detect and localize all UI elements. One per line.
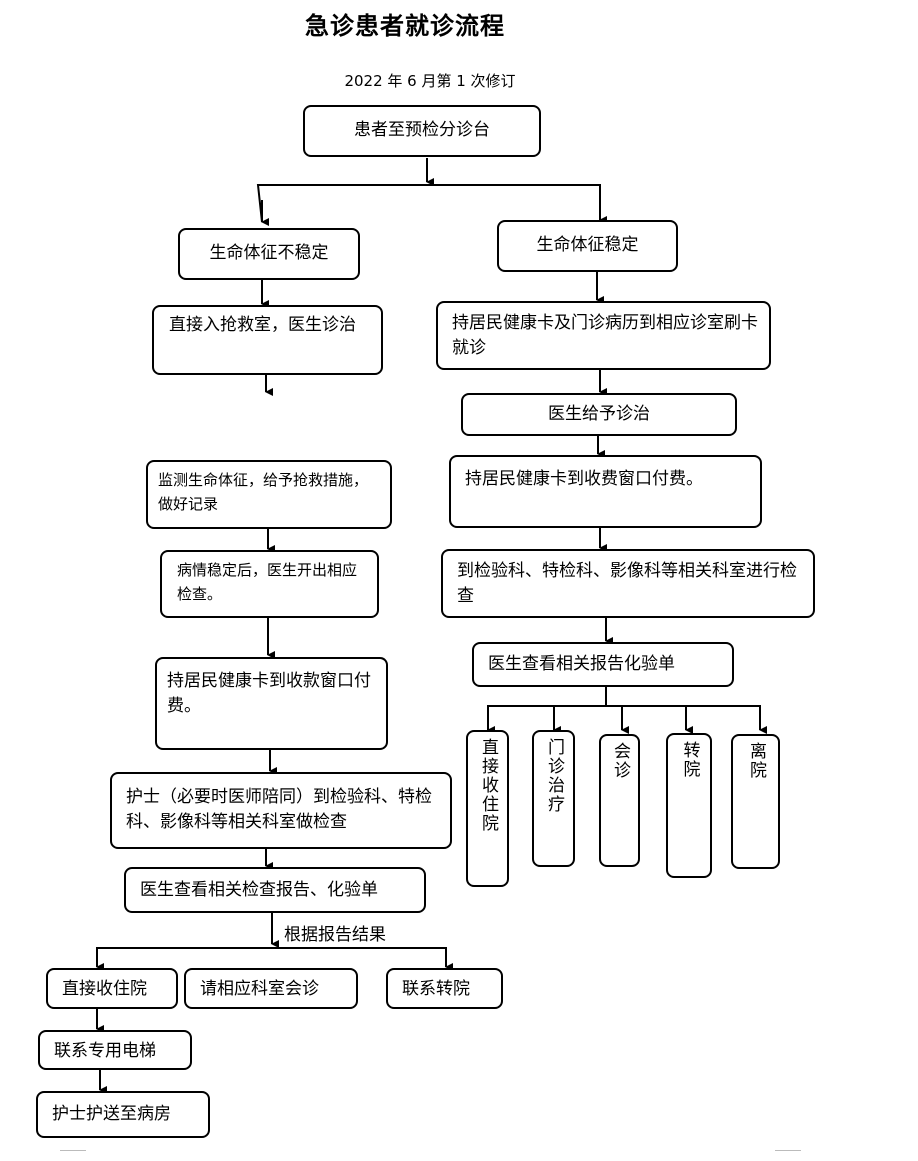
node-transfer-left: 联系转院: [386, 968, 503, 1009]
node-monitor: 监测生命体征，给予抢救措施，做好记录: [146, 460, 392, 529]
node-exam-right: 到检验科、特检科、影像科等相关科室进行检查: [441, 549, 815, 618]
node-nurse-exam: 护士（必要时医师陪同）到检验科、特检科、影像科等相关科室做检查: [110, 772, 452, 849]
node-out-transfer: 转院: [666, 733, 712, 878]
node-pay-right: 持居民健康卡到收费窗口付费。: [449, 455, 762, 528]
node-consult-left: 请相应科室会诊: [184, 968, 358, 1009]
node-admit-left: 直接收住院: [46, 968, 178, 1009]
node-stable: 生命体征稳定: [497, 220, 678, 272]
node-stable-after: 病情稳定后，医生开出相应检查。: [160, 550, 379, 618]
node-unstable: 生命体征不稳定: [178, 228, 360, 280]
node-report-right: 医生查看相关报告化验单: [472, 642, 734, 687]
node-elevator: 联系专用电梯: [38, 1030, 192, 1070]
node-out-admit: 直接收住院: [466, 730, 509, 887]
node-card-visit: 持居民健康卡及门诊病历到相应诊室刷卡就诊: [436, 301, 771, 370]
node-out-clinic: 门诊治疗: [532, 730, 575, 867]
node-out-consult: 会诊: [599, 734, 640, 867]
node-out-leave: 离院: [731, 734, 780, 869]
page-corner-mark: [775, 1150, 801, 1161]
node-escort: 护士护送至病房: [36, 1091, 210, 1138]
page-corner-mark: [60, 1150, 86, 1161]
page-title: 急诊患者就诊流程: [305, 12, 505, 40]
revision-note: 2022 年 6 月第 1 次修订: [344, 72, 516, 90]
node-report-left: 医生查看相关检查报告、化验单: [124, 867, 426, 913]
node-rescue: 直接入抢救室，医生诊治: [152, 305, 383, 375]
label-by-result: 根据报告结果: [284, 925, 386, 945]
node-doctor-treat: 医生给予诊治: [461, 393, 737, 436]
node-start: 患者至预检分诊台: [303, 105, 541, 157]
node-pay-left: 持居民健康卡到收款窗口付费。: [155, 657, 388, 750]
